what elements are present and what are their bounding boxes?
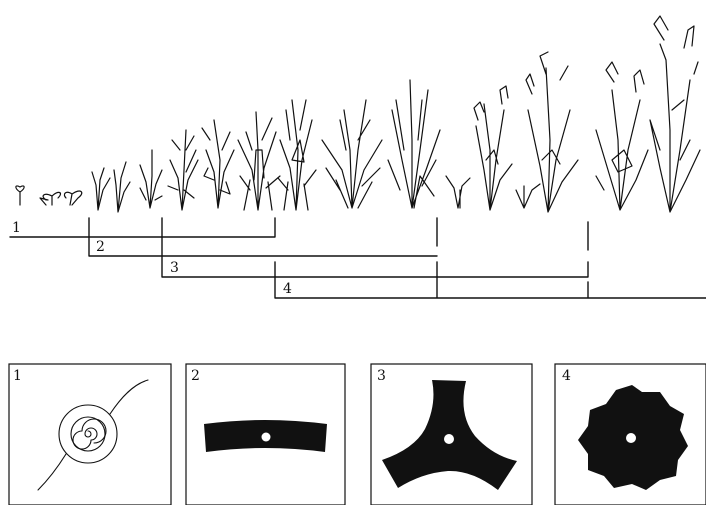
heading-plant-icon	[446, 86, 512, 210]
two-tooth-blade-icon	[204, 420, 327, 452]
range-label-1: 1	[12, 220, 21, 236]
tillering-plant-icon	[140, 150, 162, 208]
leafy-plant-icon-2	[388, 80, 440, 208]
range-bar-3	[162, 218, 588, 277]
plant-growth-sequence	[16, 16, 700, 212]
range-bar-4	[275, 262, 706, 298]
blade-panel-label-2: 2	[191, 368, 200, 384]
booting-plant-icon-2	[278, 100, 316, 210]
heading-plant-icon-2	[516, 52, 578, 212]
range-label-2: 2	[96, 239, 105, 255]
blade-panel-1: 1	[9, 364, 171, 505]
young-seedling-plant-icon	[40, 191, 82, 205]
jointing-plant-icon	[168, 130, 198, 210]
booting-plant-icon	[238, 112, 280, 210]
range-bar-1	[10, 218, 275, 237]
range-label-4: 4	[283, 281, 292, 297]
seedling-plant-icon	[16, 186, 24, 205]
blade-panel-label-4: 4	[562, 368, 571, 384]
leafy-plant-icon	[322, 100, 382, 208]
range-label-3: 3	[170, 260, 179, 276]
blade-panel-3: 3	[371, 364, 532, 505]
growth-range-bars	[10, 218, 706, 298]
early-tillering-plant-icon	[92, 162, 130, 212]
mature-flowering-plant-icon	[650, 16, 700, 212]
flowering-plant-icon	[596, 62, 648, 210]
jointing-plant-icon-2	[202, 120, 234, 208]
blade-panel-4: 4	[555, 364, 706, 505]
blade-panel-2: 2	[186, 364, 345, 505]
blade-panel-label-1: 1	[13, 368, 22, 384]
blade-panel-label-3: 3	[377, 368, 386, 384]
